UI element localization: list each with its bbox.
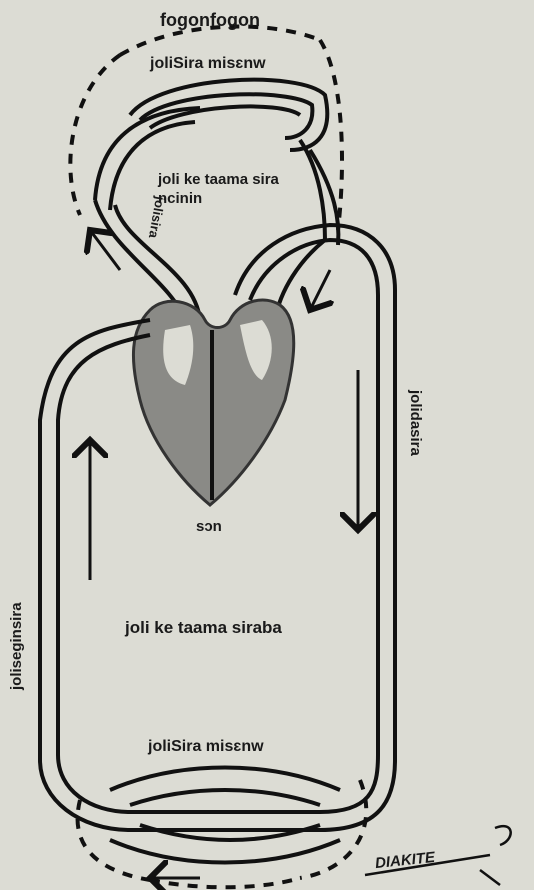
label-pulmonary-circuit: joli ke taama sira ncinin bbox=[158, 170, 298, 208]
label-artery-right: jolidasira bbox=[407, 390, 424, 456]
body-dashed-outline bbox=[78, 780, 367, 887]
label-heart: sɔn bbox=[196, 518, 222, 535]
label-top: fogonfogon bbox=[160, 10, 260, 31]
label-lung-vessels: joliSira misɛnw bbox=[150, 55, 266, 73]
label-systemic-circuit: joli ke taama siraba bbox=[125, 618, 282, 638]
flow-arrow-lung-in bbox=[310, 270, 330, 310]
label-vein-left: joliseginsira bbox=[8, 602, 25, 690]
body-capillaries bbox=[110, 768, 340, 863]
label-body-vessels: joliSira misɛnw bbox=[148, 738, 264, 756]
